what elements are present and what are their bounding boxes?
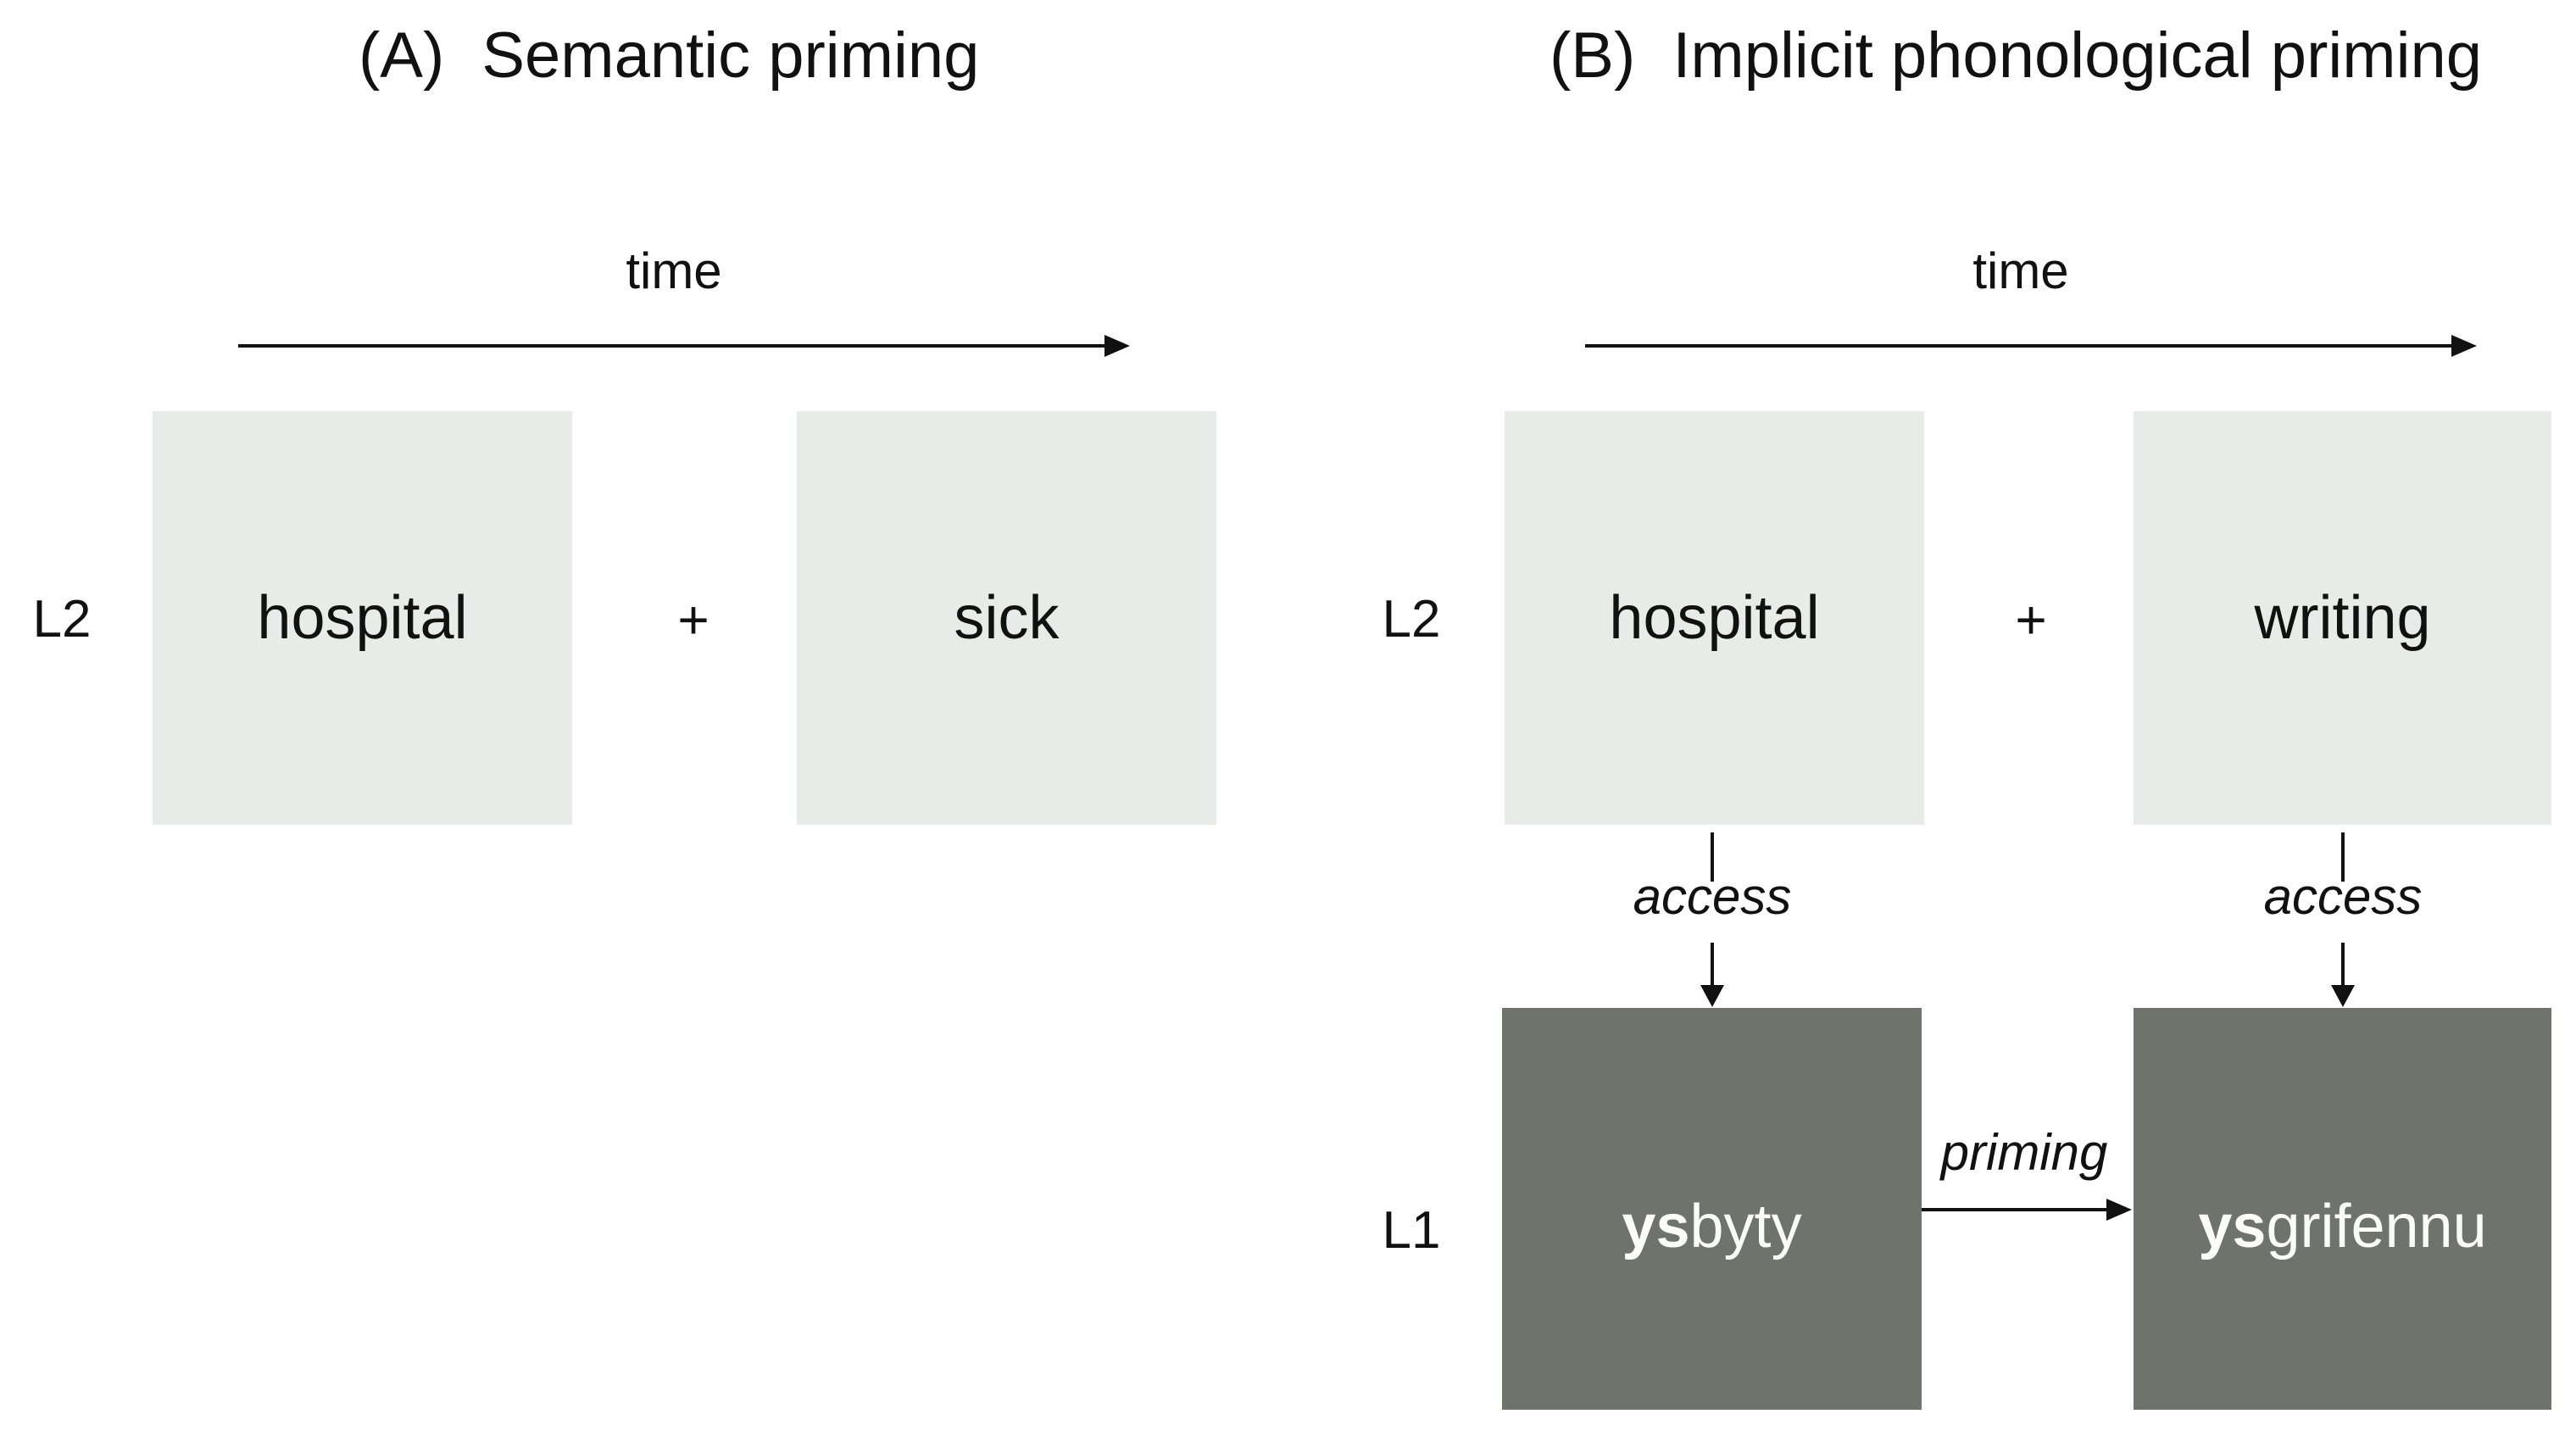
panel-b-target-word: writing (2254, 584, 2431, 652)
l1-prime-word-rest: byty (1689, 1193, 1802, 1261)
l1-target-word-rest: grifennu (2266, 1193, 2487, 1261)
panel-a-label: (A) (359, 19, 445, 92)
panel-a-time-label: time (626, 242, 722, 299)
panel-b-prime-word: hospital (1609, 584, 1820, 652)
target-access-tick (2341, 832, 2345, 882)
l1-prime-shared-onset: ys (1622, 1193, 1690, 1261)
panel-b-target-box: writing (2134, 411, 2551, 825)
priming-arrow (1922, 1208, 2106, 1211)
panel-b-title-text: Implicit phonological priming (1672, 19, 2482, 92)
panel-b-prime-box: hospital (1505, 411, 1924, 825)
priming-label: priming (1940, 1124, 2108, 1181)
panel-a-prime-word: hospital (257, 584, 468, 652)
target-access-down-arrow (2341, 943, 2345, 985)
prime-access-label: access (1633, 868, 1792, 925)
panel-a-prime-box: hospital (153, 411, 572, 825)
panel-b-time-arrow (1585, 344, 2451, 348)
panel-a-l2-label: L2 (32, 590, 92, 648)
target-access-label: access (2263, 868, 2423, 925)
panel-a-target-box: sick (797, 411, 1216, 825)
panel-a-title: (A) Semantic priming (359, 19, 979, 92)
panel-b-time-label: time (1972, 242, 2069, 299)
panel-b-l2-label: L2 (1382, 590, 1441, 648)
panel-a-time-arrow (238, 344, 1104, 348)
panel-a-target-word: sick (954, 584, 1060, 652)
prime-access-down-arrow (1711, 943, 1714, 985)
l1-target-shared-onset: ys (2198, 1193, 2267, 1261)
prime-access-tick (1711, 832, 1714, 882)
panel-b-l1-label: L1 (1382, 1201, 1441, 1260)
panel-a-title-text: Semantic priming (481, 19, 980, 92)
panel-b-title: (B) Implicit phonological priming (1549, 19, 2482, 92)
panel-b-fixation-cross: + (2015, 589, 2047, 650)
panel-a-fixation-cross: + (677, 589, 709, 650)
panel-b-label: (B) (1549, 19, 1636, 92)
